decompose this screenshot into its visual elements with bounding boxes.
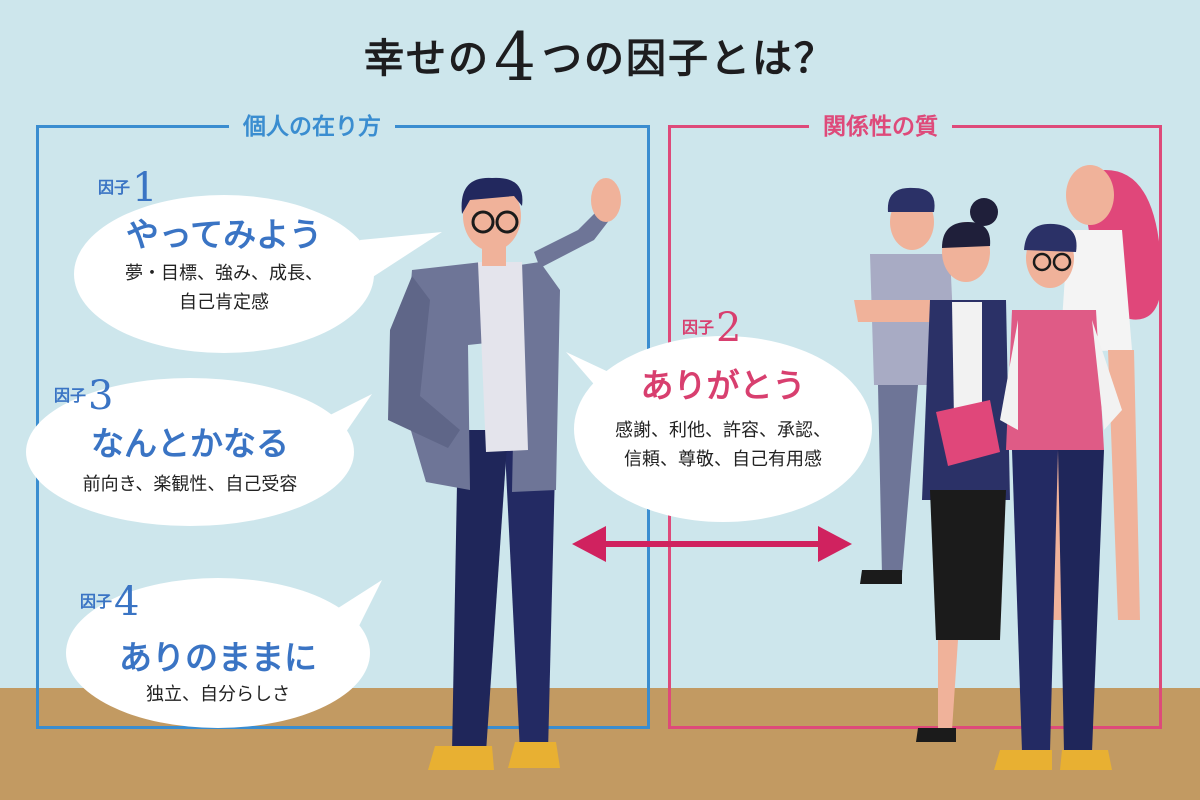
factor-1-desc-line2: 自己肯定感 (179, 292, 269, 313)
factor-2-tag: 因子2 (682, 305, 742, 351)
factor-3-bubble: なんとかなる 前向き、楽観性、自己受容 (26, 378, 354, 526)
bubble-1-tail (360, 232, 442, 282)
man-left-arm (388, 276, 460, 448)
factor-4-desc-line1: 独立、自分らしさ (146, 684, 290, 705)
man-hand (591, 178, 621, 222)
man-right-shoe (508, 742, 560, 768)
pink-folder (936, 400, 1000, 466)
factor-2-desc-line2: 信頼、尊敬、自己有用感 (624, 449, 822, 470)
factor-4-bubble: ありのままに 独立、自分らしさ (66, 578, 370, 728)
factor-2-bubble: ありがとう 感謝、利他、許容、承認、 信頼、尊敬、自己有用感 (574, 336, 872, 522)
argyle-vest (1006, 310, 1104, 450)
factor-1-bubble: やってみよう 夢・目標、強み、成長、 自己肯定感 (74, 195, 374, 353)
man-figure (388, 177, 621, 770)
factor-1-heading: やってみよう (125, 215, 323, 254)
factor-4-heading: ありのままに (119, 638, 317, 677)
factor-1-tag: 因子1 (98, 165, 158, 211)
individual-frame-label: 個人の在り方 (229, 112, 395, 142)
factor-3-tag: 因子3 (54, 373, 114, 419)
factor-3-heading: なんとかなる (91, 424, 289, 463)
man-right-leg (504, 430, 556, 752)
man-left-leg (452, 430, 508, 752)
factor-4-tag: 因子4 (80, 579, 140, 625)
group-figures (854, 165, 1162, 770)
man-hair (461, 177, 523, 214)
factor-2-heading: ありがとう (640, 366, 806, 405)
factor-2-desc-line1: 感謝、利他、許容、承認、 (615, 420, 831, 441)
factor-1-desc-line1: 夢・目標、強み、成長、 (125, 263, 323, 284)
man-raised-arm (534, 204, 614, 268)
double-headed-arrow-icon (572, 526, 852, 562)
man-left-shoe (428, 746, 494, 770)
relationship-frame-label: 関係性の質 (809, 112, 952, 142)
man-shirt (478, 262, 528, 452)
factor-3-desc-line1: 前向き、楽観性、自己受容 (82, 474, 298, 495)
